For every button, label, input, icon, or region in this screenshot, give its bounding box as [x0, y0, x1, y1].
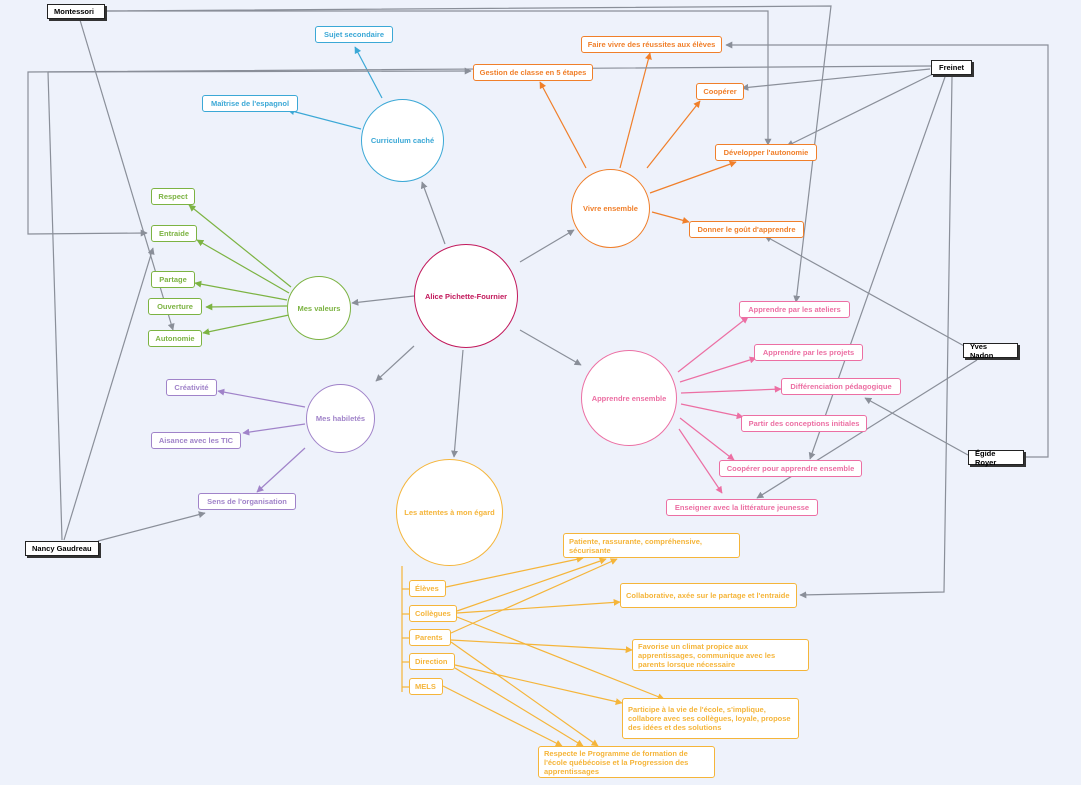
apprendre-node[interactable]: Apprendre ensemble — [581, 350, 677, 446]
valeurs-label: Mes valeurs — [297, 303, 341, 313]
habiletes-item[interactable]: Sens de l'organisation — [198, 493, 296, 510]
person-yves-nadon[interactable]: Yves Nadon — [963, 342, 1018, 360]
curriculum-label: Curriculum caché — [370, 136, 435, 145]
curriculum-node[interactable]: Curriculum caché — [361, 99, 444, 182]
center-label: Alice Pichette-Fournier — [424, 291, 508, 301]
apprendre-links — [677, 316, 782, 494]
vivre-item[interactable]: Donner le goût d'apprendre — [689, 221, 804, 238]
curriculum-item[interactable]: Sujet secondaire — [315, 26, 393, 43]
apprendre-item[interactable]: Enseigner avec la littérature jeunesse — [666, 499, 818, 516]
person-freinet[interactable]: Freinet — [931, 60, 972, 75]
attentes-group[interactable]: MELS — [409, 678, 443, 695]
attentes-description[interactable]: Participe à la vie de l'école, s'impliqu… — [622, 698, 799, 739]
attentes-label: Les attentes à mon égard — [404, 508, 495, 517]
curriculum-item[interactable]: Maîtrise de l'espagnol — [202, 95, 298, 112]
center-node[interactable]: Alice Pichette-Fournier — [414, 244, 518, 348]
apprendre-item[interactable]: Apprendre par les projets — [754, 344, 863, 361]
habiletes-label: Mes habiletés — [315, 414, 366, 423]
attentes-description[interactable]: Respecte le Programme de formation de l'… — [538, 746, 715, 778]
valeurs-links — [188, 204, 292, 336]
vivre-item[interactable]: Gestion de classe en 5 étapes — [473, 64, 593, 81]
attentes-group[interactable]: Élèves — [409, 580, 446, 597]
apprendre-item[interactable]: Coopérer pour apprendre ensemble — [719, 460, 862, 477]
valeurs-item[interactable]: Partage — [151, 271, 195, 288]
habiletes-links — [217, 388, 306, 493]
center-branches — [351, 181, 582, 458]
vivre-item[interactable]: Développer l'autonomie — [715, 144, 817, 161]
apprendre-label: Apprendre ensemble — [591, 393, 667, 403]
vivre-item[interactable]: Faire vivre des réussites aux élèves — [581, 36, 722, 53]
habiletes-node[interactable]: Mes habiletés — [306, 384, 375, 453]
attentes-description[interactable]: Favorise un climat propice aux apprentis… — [632, 639, 809, 671]
attentes-group[interactable]: Parents — [409, 629, 451, 646]
attentes-description[interactable]: Patiente, rassurante, compréhensive, séc… — [563, 533, 740, 558]
vivre-node[interactable]: Vivre ensemble — [571, 169, 650, 248]
person-montessori[interactable]: Montessori — [47, 4, 105, 19]
apprendre-item[interactable]: Différenciation pédagogique — [781, 378, 901, 395]
valeurs-item[interactable]: Autonomie — [148, 330, 202, 347]
attentes-description[interactable]: Collaborative, axée sur le partage et l'… — [620, 583, 797, 608]
attentes-links — [401, 555, 665, 747]
habiletes-item[interactable]: Aisance avec les TIC — [151, 432, 241, 449]
vivre-links — [539, 52, 737, 224]
attentes-node[interactable]: Les attentes à mon égard — [396, 459, 503, 566]
valeurs-node[interactable]: Mes valeurs — [287, 276, 351, 340]
people-links — [27, 5, 1049, 599]
vivre-label: Vivre ensemble — [583, 204, 638, 213]
apprendre-item[interactable]: Partir des conceptions initiales — [741, 415, 867, 432]
valeurs-item[interactable]: Ouverture — [148, 298, 202, 315]
curriculum-links — [287, 46, 383, 130]
attentes-group[interactable]: Direction — [409, 653, 455, 670]
apprendre-item[interactable]: Apprendre par les ateliers — [739, 301, 850, 318]
valeurs-item[interactable]: Respect — [151, 188, 195, 205]
attentes-group[interactable]: Collègues — [409, 605, 457, 622]
valeurs-item[interactable]: Entraide — [151, 225, 197, 242]
person-egide-royer[interactable]: Égide Royer — [968, 449, 1024, 467]
person-nancy-gaudreau[interactable]: Nancy Gaudreau — [25, 541, 99, 556]
vivre-item[interactable]: Coopérer — [696, 83, 744, 100]
habiletes-item[interactable]: Créativité — [166, 379, 217, 396]
